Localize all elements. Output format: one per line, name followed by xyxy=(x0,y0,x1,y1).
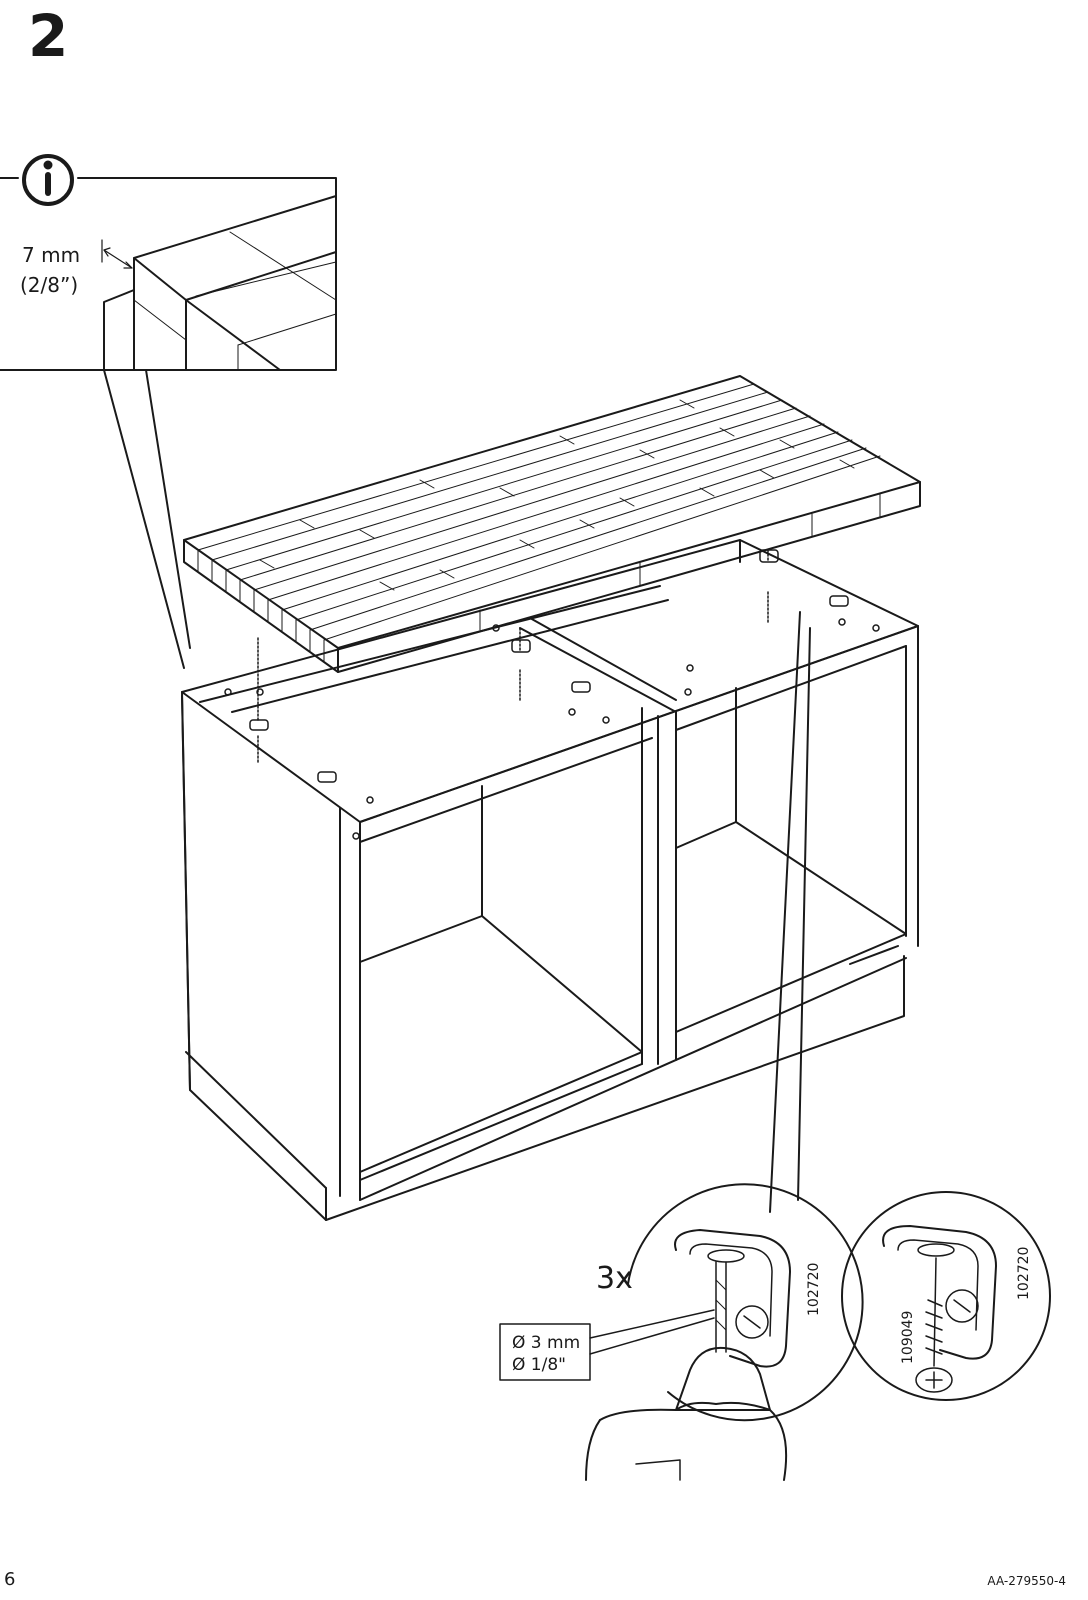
worktop xyxy=(183,375,921,673)
step-number: 2 xyxy=(28,2,68,70)
detail-callout xyxy=(0,177,337,669)
bracket-part-number-2: 102720 xyxy=(1016,1247,1032,1300)
gap-mm-label: 7 mm xyxy=(22,243,80,267)
bracket-part-number: 102720 xyxy=(806,1263,822,1316)
cabinet-frame xyxy=(181,539,919,1221)
drill-size-inch: Ø 1/8" xyxy=(512,1355,566,1375)
screw-detail-circle xyxy=(841,1191,1051,1401)
gap-inch-label: (2/8”) xyxy=(20,273,78,297)
article-code: AA-279550-4 xyxy=(987,1574,1066,1588)
page-number: 6 xyxy=(4,1569,16,1590)
quantity-label: 3x xyxy=(596,1261,633,1296)
drill-detail-circle xyxy=(585,1183,864,1481)
fixing-brackets xyxy=(249,547,849,783)
drill-size-box xyxy=(499,1309,715,1381)
screw-part-number: 109049 xyxy=(900,1311,916,1364)
screw-holes xyxy=(224,618,880,840)
info-icon xyxy=(22,154,74,206)
drill-size-mm: Ø 3 mm xyxy=(512,1333,580,1353)
